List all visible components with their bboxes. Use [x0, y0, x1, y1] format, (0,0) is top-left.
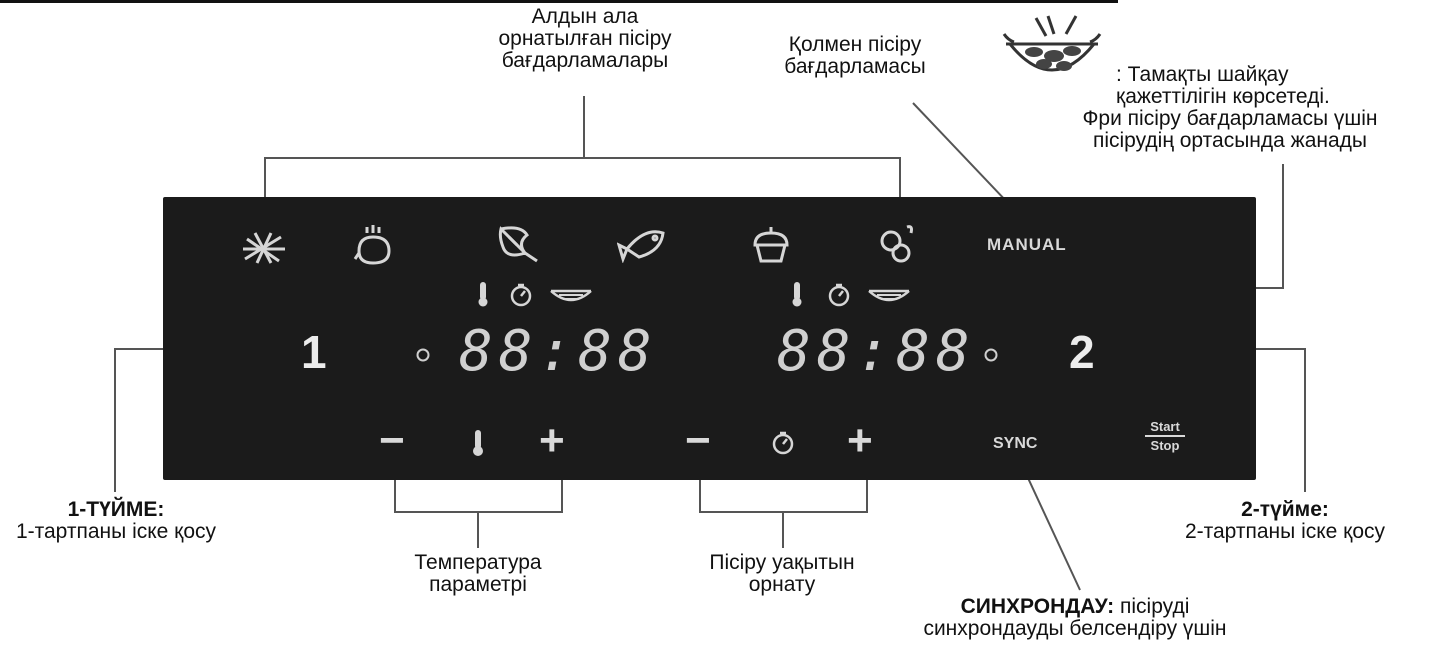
drawer2-display: 88:88: [777, 319, 976, 384]
timer-icon: [828, 283, 850, 307]
button1-callout: 1-ТҮЙМЕ: 1-тартпаны іске қосу: [15, 498, 217, 543]
control-panel: MANUAL 1 88:88 88:88 2 − + − + SYNC Star…: [163, 197, 1256, 480]
manual-program-callout: Қолмен пісіру бағдарламасы: [784, 33, 926, 78]
fries-icon[interactable]: [241, 229, 287, 265]
temperature-minus-button[interactable]: −: [379, 416, 405, 465]
time-minus-button[interactable]: −: [685, 416, 711, 465]
thermometer-icon: [473, 430, 483, 456]
temperature-callout: Температура параметрі: [414, 551, 542, 596]
stop-label: Stop: [1150, 438, 1180, 453]
shake-basket-icon: [550, 289, 592, 302]
shake-basket-icon: [868, 289, 910, 302]
steak-icon[interactable]: [497, 223, 541, 267]
start-stop-button[interactable]: Start Stop: [1145, 419, 1185, 453]
cooking-time-callout: Пісіру уақытын орнату: [709, 551, 855, 596]
thermometer-icon: [478, 282, 488, 307]
time-plus-button[interactable]: +: [847, 416, 873, 465]
drawer1-indicator-icon: [416, 348, 430, 362]
timer-icon: [510, 283, 532, 307]
manual-button[interactable]: MANUAL: [987, 235, 1067, 254]
drawer1-button[interactable]: 1: [301, 326, 327, 378]
chicken-icon[interactable]: [353, 223, 395, 267]
drawer2-button[interactable]: 2: [1069, 326, 1095, 378]
cake-icon[interactable]: [751, 225, 791, 265]
start-label: Start: [1145, 419, 1185, 437]
temperature-plus-button[interactable]: +: [539, 416, 565, 465]
timer-icon: [772, 431, 794, 455]
thermometer-icon: [792, 282, 802, 307]
preset-programs-callout: Алдын ала орнатылған пісіру бағдарламала…: [498, 5, 672, 72]
drawer1-display: 88:88: [459, 319, 658, 384]
button2-callout: 2-түйме: 2-тартпаны іске қосу: [1184, 498, 1386, 543]
sync-callout: СИНХРОНДАУ: пісіруді синхрондауды белсен…: [923, 595, 1227, 640]
fish-icon[interactable]: [617, 225, 669, 263]
sync-button[interactable]: SYNC: [993, 435, 1038, 452]
top-rule: [0, 0, 1118, 3]
shake-basket-icon: [1002, 15, 1102, 72]
shake-indicator-callout: : Тамақты шайқау қажеттілігін көрсетеді.…: [1082, 63, 1378, 152]
vegetables-icon[interactable]: [877, 221, 917, 265]
drawer2-indicator-icon: [984, 348, 998, 362]
